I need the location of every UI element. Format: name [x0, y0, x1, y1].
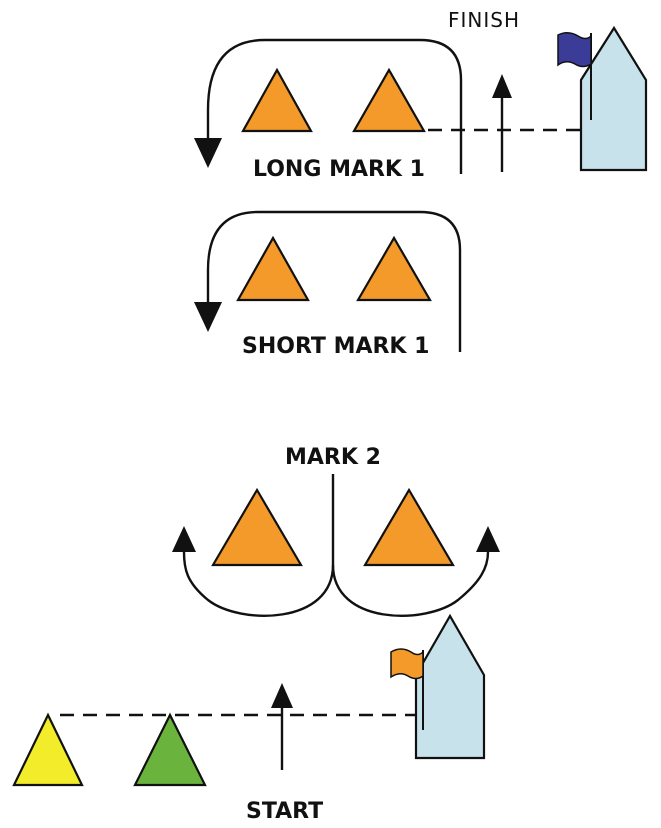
mark-2-left-arrow-head-icon	[172, 526, 196, 552]
finish-committee-boat-icon	[579, 25, 648, 172]
short-mark-1-rounding-path	[206, 210, 462, 352]
long-mark-1-right-mark	[352, 67, 426, 133]
mark-2-right-arrow-head-icon	[476, 526, 500, 552]
start-label: START	[246, 799, 323, 824]
long-mark-1-label: LONG MARK 1	[253, 157, 425, 182]
start-committee-boat-icon	[414, 613, 486, 760]
mark-2-left-mark	[211, 487, 303, 567]
finish-flag-icon	[557, 32, 592, 68]
mark-2-label: MARK 2	[285, 445, 381, 470]
long-mark-1-arrow-head-icon	[194, 138, 222, 168]
short-mark-1-left-mark	[236, 235, 310, 302]
start-pin-yellow-mark	[12, 712, 84, 787]
long-mark-1-left-mark	[241, 67, 313, 133]
start-flag-icon	[390, 648, 424, 680]
long-mark-1-rounding-path	[206, 38, 463, 174]
short-mark-1-label: SHORT MARK 1	[242, 334, 429, 359]
start-green-mark	[133, 712, 207, 787]
short-mark-1-arrow-head-icon	[194, 302, 222, 332]
mark-2-left-rounding-path	[182, 551, 335, 617]
finish-arrow-head-icon	[492, 74, 512, 98]
mark-2-right-mark	[363, 487, 455, 567]
mark-2-right-rounding-path	[331, 551, 490, 617]
finish-label: FINISH	[448, 8, 520, 32]
short-mark-1-right-mark	[356, 235, 432, 302]
start-arrow-head-icon	[271, 683, 293, 708]
